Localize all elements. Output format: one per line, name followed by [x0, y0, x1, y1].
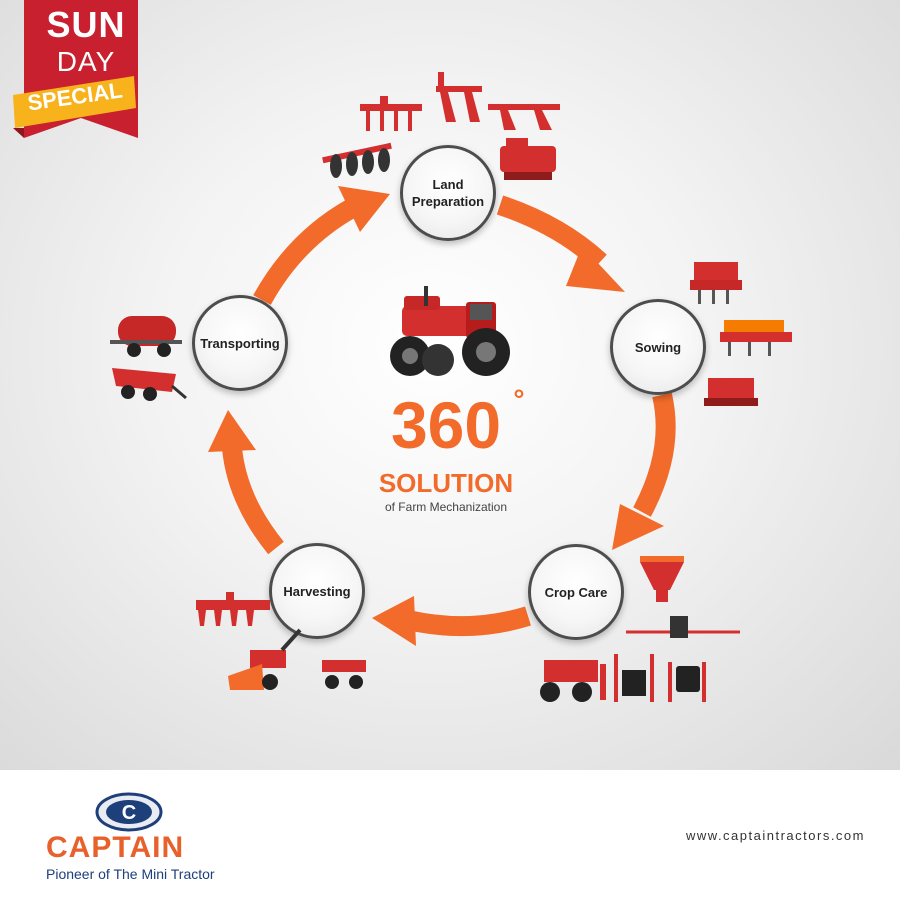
stage-label: Crop Care [544, 584, 608, 600]
arrow-transporting-to-land [253, 199, 357, 305]
stage-land-preparation: Land Preparation [400, 145, 496, 241]
badge-sun: SUN [46, 4, 126, 45]
stage-label: Sowing [634, 339, 682, 355]
cycle-arrows [208, 186, 676, 646]
center-number: 360 [390, 388, 502, 462]
potato-digger-icon [322, 660, 366, 689]
walk-behind-reaper-icon [228, 628, 302, 690]
seed-drill-icon [690, 262, 742, 304]
center-degree: ° [513, 384, 525, 415]
boom-sprayer-icon [626, 616, 740, 638]
tractor-icon [390, 286, 510, 376]
fertilizer-spreader-icon [640, 556, 684, 602]
arrowhead-sowing [566, 246, 625, 292]
brand-tagline: Pioneer of The Mini Tractor [46, 866, 215, 882]
captain-logo-icon: C [95, 792, 163, 832]
stage-label: Harvesting [283, 583, 351, 599]
arrowhead-cropcare [612, 504, 664, 550]
disc-harrow-icon [322, 142, 392, 178]
reaper-icon [196, 592, 270, 626]
trolley-sprayer-icon [668, 662, 706, 702]
seed-drill-icon-2 [704, 378, 758, 406]
planter-icon [720, 320, 792, 356]
trailer-icon [112, 368, 187, 401]
arrow-sowing-to-cropcare [633, 392, 676, 517]
stage-label: Transporting [200, 335, 280, 351]
plough-icon [436, 72, 482, 122]
stage-label: Land Preparation [411, 177, 485, 209]
arrowhead-harvesting [372, 596, 416, 646]
arrow-cropcare-to-harvesting [405, 606, 531, 637]
high-clearance-sprayer-icon [540, 660, 606, 702]
center-solution: SOLUTION [378, 468, 514, 498]
stage-transporting: Transporting [192, 295, 288, 391]
plough-icon-2 [488, 104, 560, 130]
stage-sowing: Sowing [610, 299, 706, 395]
cultivator-icon [360, 96, 422, 131]
manual-sprayer-icon [614, 654, 654, 702]
brand-name: CAPTAIN [46, 831, 185, 864]
stage-harvesting: Harvesting [269, 543, 365, 639]
water-tanker-icon [110, 316, 182, 357]
sunday-special-badge [13, 0, 138, 138]
arrow-land-to-sowing [496, 195, 607, 270]
arrow-harvesting-to-transporting [222, 446, 284, 555]
infographic-canvas: SUN DAY SPECIAL Land Preparation Sowing … [0, 0, 900, 770]
center-subtitle: of Farm Mechanization [384, 500, 508, 514]
arrowhead-land [338, 186, 390, 232]
rotavator-icon [500, 138, 556, 180]
arrowhead-transporting [208, 410, 256, 452]
footer: C CAPTAIN Pioneer of The Mini Tractor ww… [0, 770, 900, 900]
logo-letter: C [122, 802, 136, 824]
badge-day: DAY [56, 46, 116, 77]
website-link[interactable]: www.captaintractors.com [686, 828, 865, 843]
equipment-illustrations [110, 72, 792, 702]
stage-crop-care: Crop Care [528, 544, 624, 640]
